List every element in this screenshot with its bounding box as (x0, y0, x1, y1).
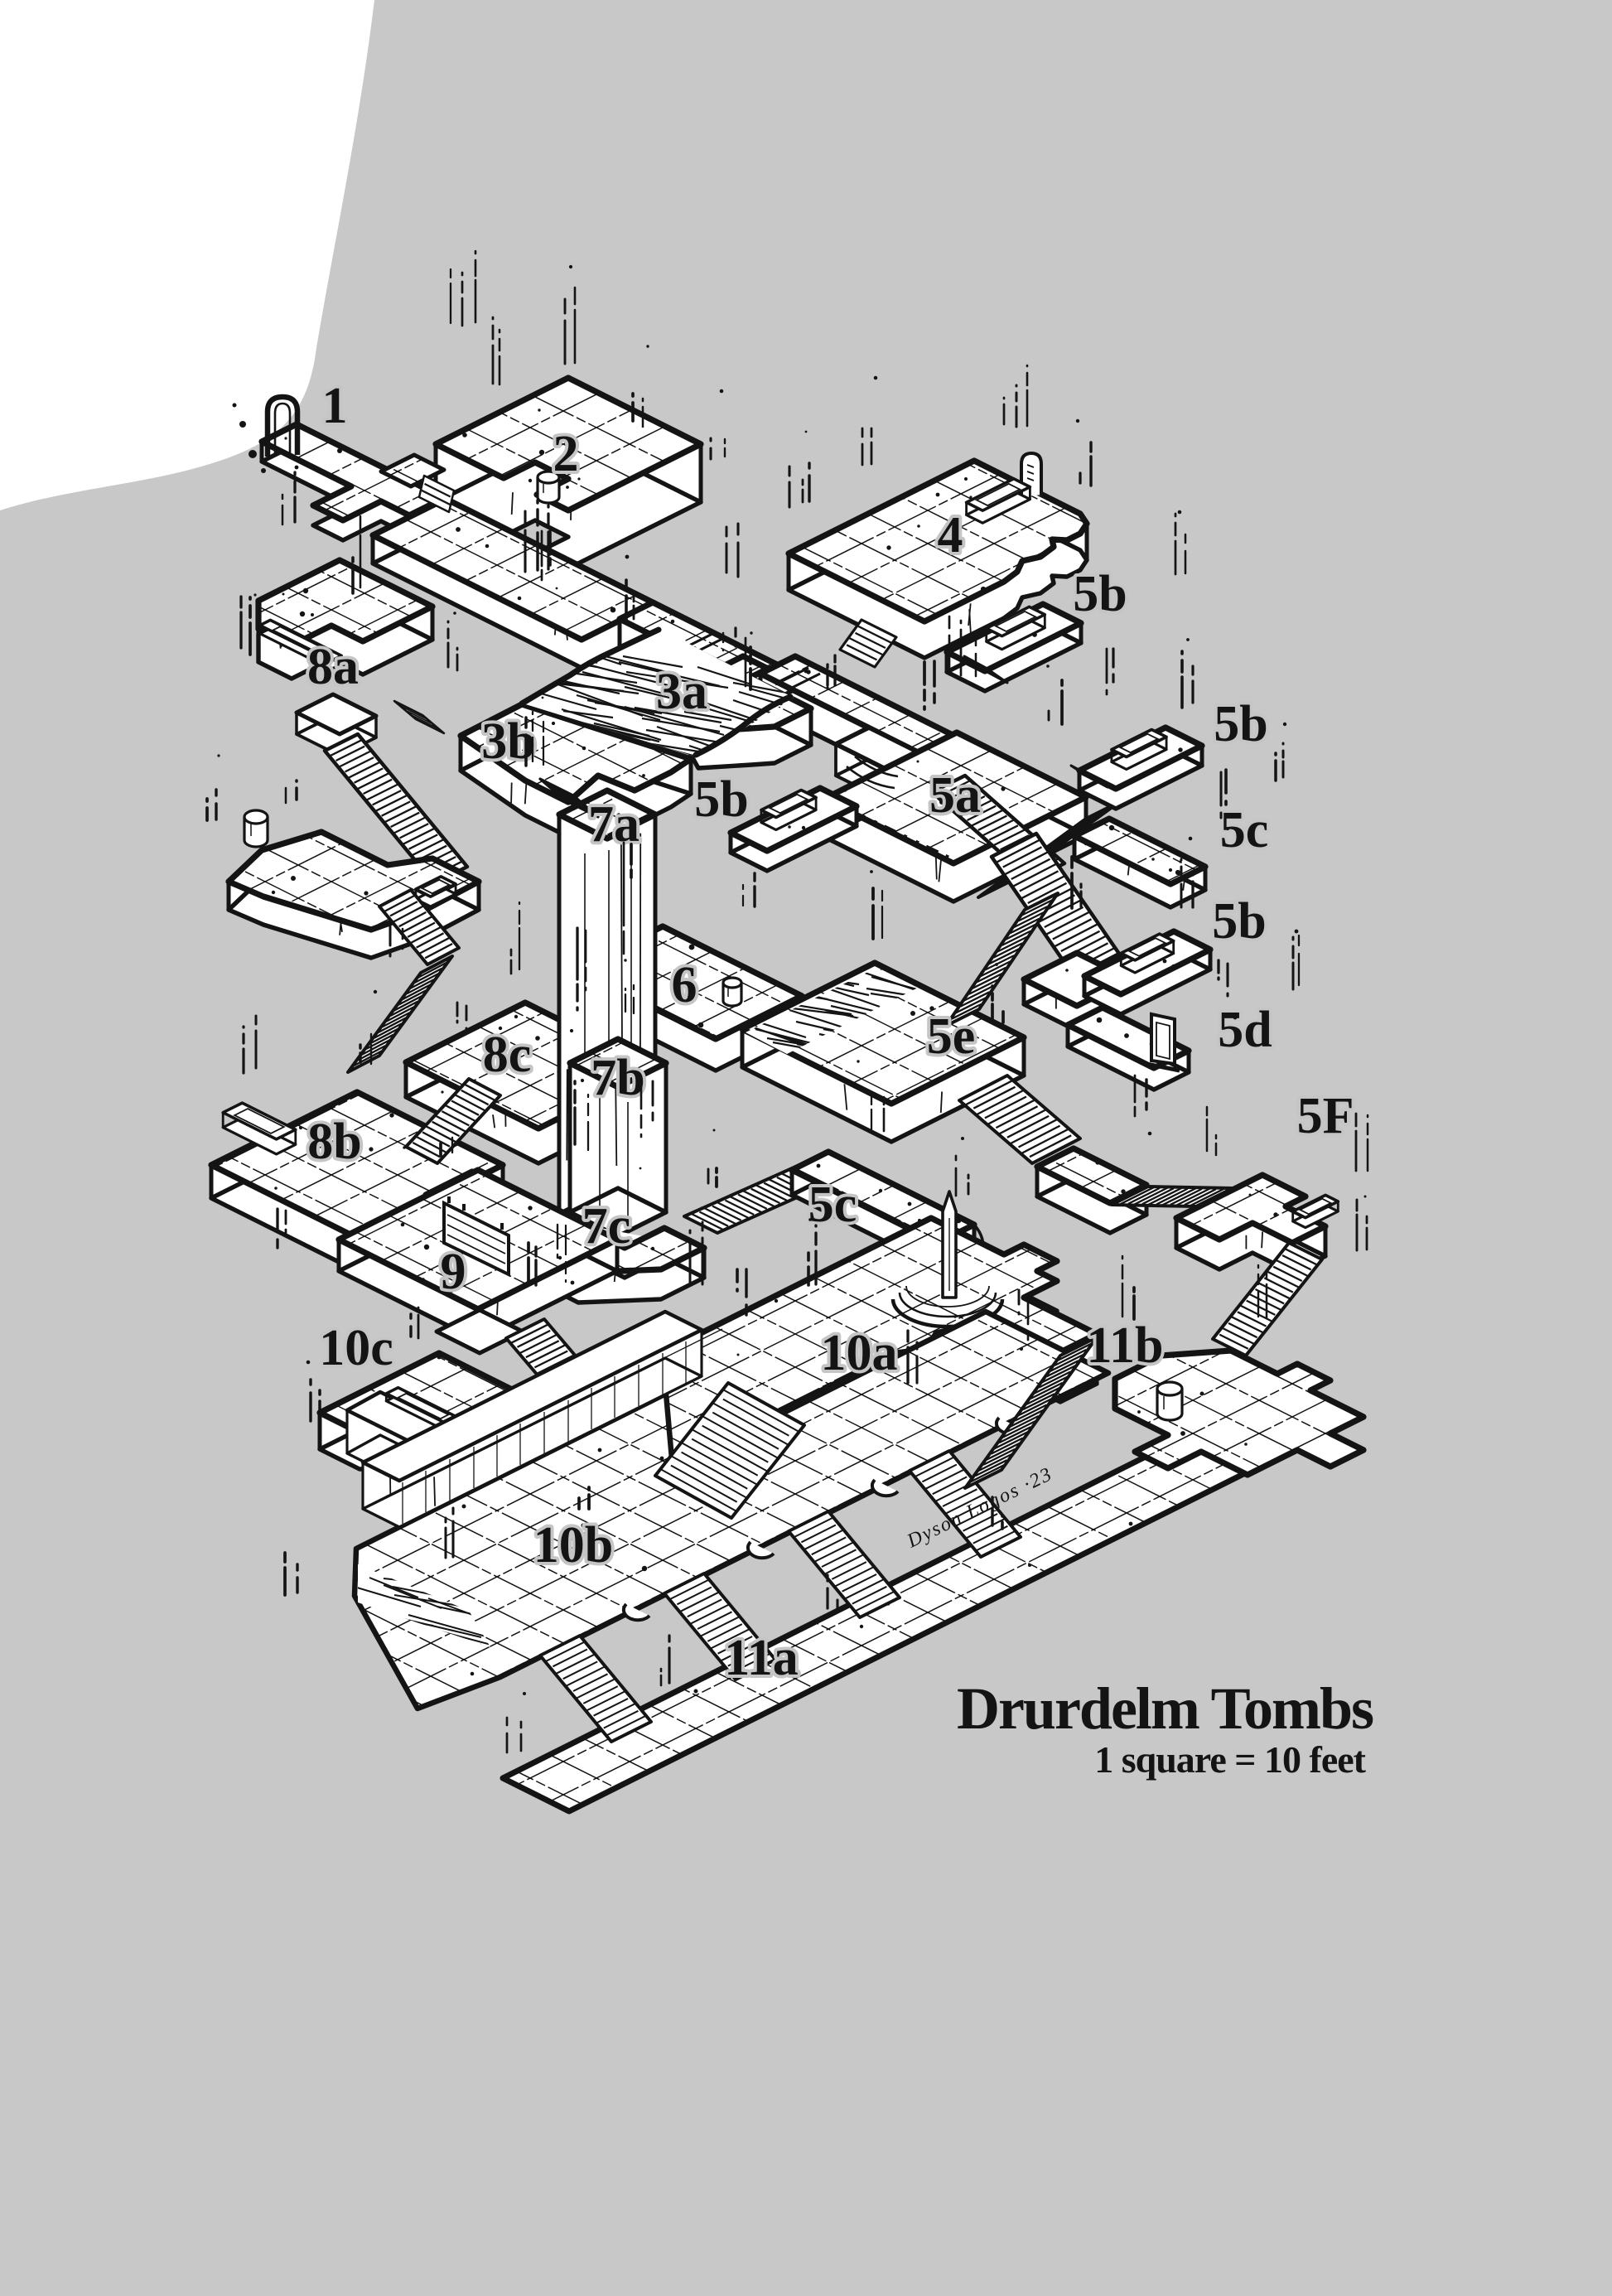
svg-text:1: 1 (322, 378, 348, 434)
svg-text:8c: 8c (483, 1027, 532, 1083)
svg-text:5F: 5F (1297, 1088, 1354, 1144)
svg-text:7b: 7b (591, 1050, 644, 1106)
svg-text:1 square = 10 feet: 1 square = 10 feet (1094, 1738, 1366, 1781)
svg-text:10a: 10a (821, 1325, 898, 1381)
svg-text:5a: 5a (929, 767, 981, 824)
svg-text:5b: 5b (1073, 566, 1127, 622)
svg-text:5b: 5b (1212, 893, 1266, 950)
svg-text:2: 2 (553, 426, 579, 482)
svg-text:7c: 7c (582, 1198, 631, 1254)
svg-text:3b: 3b (481, 713, 535, 770)
svg-text:8b: 8b (307, 1114, 361, 1170)
svg-text:9: 9 (441, 1244, 466, 1300)
svg-text:5c: 5c (1220, 802, 1269, 858)
svg-text:3a: 3a (656, 664, 707, 720)
svg-text:5d: 5d (1218, 1002, 1272, 1058)
svg-text:8a: 8a (307, 639, 359, 695)
svg-text:10b: 10b (533, 1517, 613, 1573)
svg-text:5c: 5c (808, 1177, 857, 1233)
svg-text:11a: 11a (724, 1630, 799, 1686)
svg-text:6: 6 (672, 957, 697, 1013)
svg-text:11b: 11b (1086, 1317, 1163, 1374)
svg-text:5b: 5b (1214, 696, 1267, 752)
svg-text:Drurdelm Tombs: Drurdelm Tombs (957, 1675, 1373, 1742)
svg-text:4: 4 (938, 507, 963, 563)
svg-text:5e: 5e (927, 1008, 976, 1065)
svg-text:5b: 5b (694, 771, 748, 828)
svg-text:10c: 10c (319, 1320, 393, 1376)
